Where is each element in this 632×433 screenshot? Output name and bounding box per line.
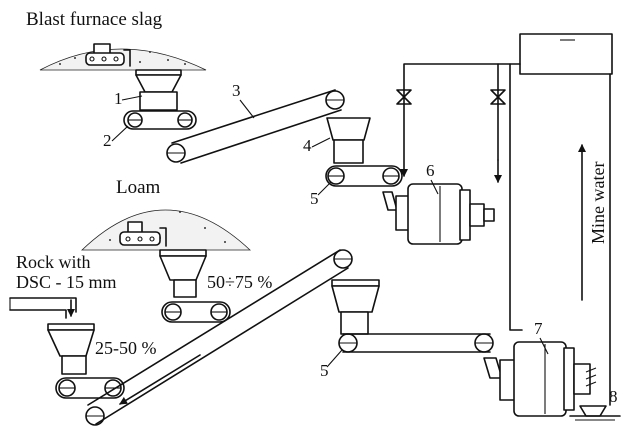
rock-inlet-chute	[9, 297, 77, 319]
collector-8	[569, 405, 621, 421]
rock-belt-feeder	[55, 377, 125, 399]
label-rock-line2: DSC - 15 mm	[16, 272, 117, 292]
hopper-mill7	[331, 279, 380, 335]
belt-feeder-5-upper	[325, 165, 403, 187]
water-piping	[400, 63, 611, 406]
num-1: 1	[114, 89, 123, 108]
bulldozer-icon	[85, 43, 131, 67]
label-pct-rock: 25-50 %	[95, 338, 157, 358]
num-5-upper: 5	[310, 189, 319, 208]
water-tank	[519, 33, 613, 75]
rock-hopper	[47, 323, 95, 375]
hopper-1	[135, 69, 182, 111]
num-8: 8	[609, 387, 618, 406]
num-7: 7	[534, 319, 543, 338]
label-pct-loam: 50÷75 %	[207, 272, 272, 292]
num-2: 2	[103, 131, 112, 150]
long-inclined-conveyor	[85, 249, 353, 426]
loam-belt-feeder	[161, 301, 231, 323]
mill-7	[483, 341, 597, 417]
num-3: 3	[232, 81, 241, 100]
label-mine-water: Mine water	[588, 162, 608, 244]
loam-bulldozer-icon	[119, 221, 167, 247]
loam-hopper	[159, 249, 207, 298]
valve-1-icon	[396, 89, 412, 105]
mill-6	[382, 183, 495, 245]
num-4: 4	[303, 136, 312, 155]
valve-2-icon	[490, 89, 506, 105]
feeder-conveyor-2	[123, 110, 197, 130]
belt-feeder-5-lower	[338, 333, 494, 353]
num-6: 6	[426, 161, 435, 180]
num-5-lower: 5	[320, 361, 329, 380]
label-rock-line1: Rock with	[16, 252, 91, 272]
label-blast-furnace-slag: Blast furnace slag	[26, 9, 163, 30]
label-loam: Loam	[116, 177, 161, 198]
hopper-4	[326, 117, 371, 164]
